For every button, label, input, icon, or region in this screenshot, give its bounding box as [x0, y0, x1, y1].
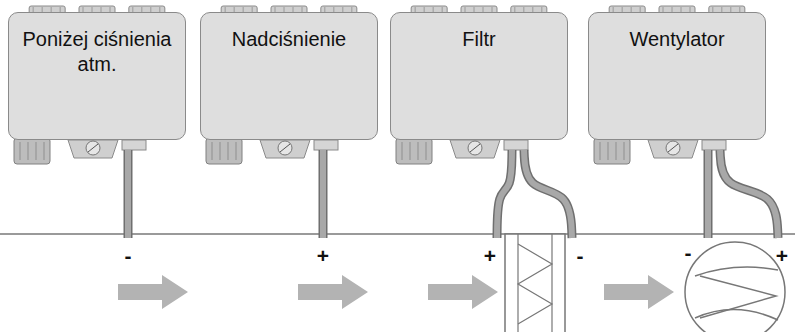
device-label: Nadciśnienie: [201, 27, 377, 52]
transmitter-box: Wentylator: [588, 12, 766, 140]
port-sign: -: [125, 245, 132, 266]
transmitter-box: Nadciśnienie: [200, 12, 378, 140]
pressure-tube: [524, 150, 572, 238]
flow-arrow: [428, 275, 498, 309]
pressure-tube: [704, 150, 713, 238]
duct-wall: [0, 233, 795, 235]
flow-arrow: [298, 275, 368, 309]
pressure-tube: [497, 150, 512, 238]
pressure-tube: [124, 150, 133, 238]
device-label: Filtr: [391, 27, 567, 52]
pressure-tube: [524, 150, 572, 238]
port-sign: +: [317, 245, 329, 266]
pressure-tube: [705, 150, 711, 238]
pressure-tube: [497, 150, 512, 238]
filter-symbol: [505, 234, 565, 332]
device-label: Wentylator: [589, 27, 765, 52]
transmitter-box: Poniżej ciśnienia atm.: [8, 12, 186, 140]
pressure-tube: [720, 150, 778, 238]
port-sign: -: [685, 242, 692, 263]
flow-arrow: [118, 275, 188, 309]
port-sign: +: [776, 245, 788, 266]
pressure-tube: [720, 150, 778, 238]
fan-symbol: [685, 242, 785, 332]
pressure-tube: [125, 150, 131, 238]
device-label: Poniżej ciśnienia atm.: [9, 27, 185, 77]
pressure-tube: [320, 150, 326, 238]
flow-arrow: [604, 275, 674, 309]
port-sign: -: [577, 245, 584, 266]
pressure-tube: [319, 150, 328, 238]
transmitter-box: Filtr: [390, 12, 568, 140]
port-sign: +: [484, 245, 496, 266]
